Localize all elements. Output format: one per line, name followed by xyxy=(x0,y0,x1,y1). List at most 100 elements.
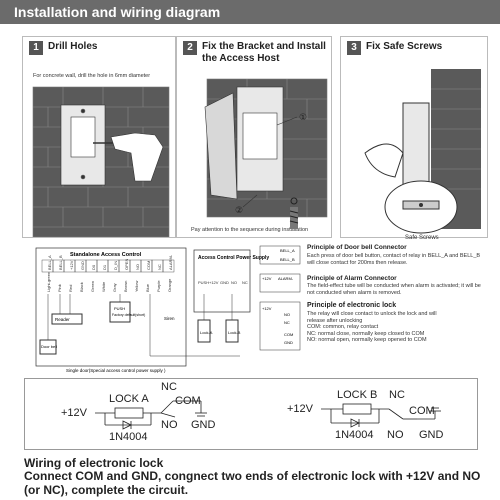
footer-title: Wiring of electronic lock xyxy=(24,456,164,470)
svg-text:+12V: +12V xyxy=(262,306,272,311)
siren-label: Siren xyxy=(164,316,175,321)
lock-b-nc: NC xyxy=(389,389,405,401)
controller-wire-color: White xyxy=(101,281,106,292)
controller-terminal-label: BELL_B xyxy=(58,255,63,270)
lock-connector-desc: The relay will close contact to unlock t… xyxy=(307,311,437,343)
controller-wire-color: Blue xyxy=(145,283,150,292)
factory-label: Factory default(short) xyxy=(112,313,145,317)
sequence-mark-1: ① xyxy=(299,112,307,122)
lock-wiring-box: +12V LOCK A NC COM NO GND 1N4004 +12V LO… xyxy=(24,378,478,450)
lock-a-com: COM xyxy=(175,395,201,407)
step-3-panel: 3 Fix Safe Screws Safe Screws xyxy=(340,36,488,241)
controller-wire-color: Red xyxy=(68,285,73,292)
controller-terminal-label: ALARM- xyxy=(168,254,173,270)
safe-screw-illustration xyxy=(364,69,481,234)
bell-connector-desc: Each press of door bell button, contact … xyxy=(307,253,481,266)
svg-text:BELL_B: BELL_B xyxy=(280,257,295,262)
step-3-heading: 3 Fix Safe Screws xyxy=(347,41,442,55)
controller-wire-color: Yellow xyxy=(134,280,139,292)
power-terminal-label: NC xyxy=(242,280,248,285)
step-3-title: Fix Safe Screws xyxy=(366,41,443,52)
step-3-number: 3 xyxy=(347,41,361,55)
controller-terminal-label: NC xyxy=(157,264,162,270)
step-1-title: Drill Holes xyxy=(48,41,98,52)
page-header: Installation and wiring diagram xyxy=(0,0,500,24)
schematic-caption: Single door(Special access control power… xyxy=(66,368,166,373)
svg-text:GND: GND xyxy=(284,340,293,345)
controller-wire-color: Gray xyxy=(112,283,117,292)
controller-wire-color: Orange xyxy=(167,278,172,292)
sequence-mark-2: ② xyxy=(235,205,243,215)
controller-title: Standalone Access Control xyxy=(70,252,142,258)
controller-wire-color: Purple xyxy=(156,280,161,292)
lock-a-nc: NC xyxy=(161,381,177,393)
lock-b-supply: +12V xyxy=(287,403,313,415)
svg-text:NO: NO xyxy=(284,312,290,317)
lock-b-gnd: GND xyxy=(419,429,444,441)
bell-connector-title: Principle of Door bell Connector xyxy=(307,244,407,251)
power-terminal-label: NO xyxy=(231,280,237,285)
lock-connector-diagram: +12V NO NC COM GND xyxy=(259,301,301,351)
controller-terminal-label: COM xyxy=(146,261,151,270)
step-1-note: For concrete wall, drill the hole in 6mm… xyxy=(33,73,151,79)
controller-wire-color: Green xyxy=(90,281,95,292)
footer-text: Connect COM and GND, congnect two ends o… xyxy=(24,469,481,497)
bracket-illustration: ① ② xyxy=(204,78,328,218)
power-terminal-label: +12V xyxy=(209,280,219,285)
controller-terminal-label: BELL_A xyxy=(47,255,52,270)
lock-wiring-diagrams xyxy=(95,400,441,430)
step-1-panel: 1 Drill Holes For concrete wall, drill t… xyxy=(22,36,176,238)
power-supply-title: Access Control Power Supply xyxy=(198,255,269,261)
svg-text:ALARM-: ALARM- xyxy=(278,276,294,281)
wiring-schematic: Standalone Access Control Access Control… xyxy=(35,247,269,373)
controller-terminal-label: +12V xyxy=(69,260,74,270)
lock-a-label: LOCK A xyxy=(109,393,149,405)
controller-wire-color: Light-green xyxy=(46,272,51,292)
step-3-note: Safe Screws xyxy=(405,235,439,241)
lock-a-diode: 1N4004 xyxy=(109,431,148,443)
controller-wire-color: Brown xyxy=(123,281,128,292)
controller-terminal-box xyxy=(162,259,175,273)
step-2-note: Pay attention to the sequence during ins… xyxy=(191,227,309,233)
controller-terminal-label: NO xyxy=(135,264,140,270)
controller-wire-color: Pink xyxy=(57,284,62,292)
step-1-heading: 1 Drill Holes xyxy=(29,41,97,55)
power-terminal-label: GND xyxy=(220,280,229,285)
lock-connector-title: Principle of electronic lock xyxy=(307,302,397,309)
step-1-number: 1 xyxy=(29,41,43,55)
screw-icon xyxy=(289,197,299,229)
step-2-title: Fix the Bracket and Install the Access H… xyxy=(202,41,326,64)
lock-b-no: NO xyxy=(387,429,404,441)
controller-wire-color: Black xyxy=(79,282,84,292)
alarm-connector-desc: The field-effect tube will be conducted … xyxy=(307,283,481,296)
controller-terminal-label: D1 xyxy=(102,264,107,270)
power-terminal-label: PUSH xyxy=(198,280,209,285)
lock-b-label: LOCK B xyxy=(337,389,378,401)
alarm-connector-diagram: +12V ALARM- xyxy=(259,273,301,293)
svg-text:NC: NC xyxy=(284,320,290,325)
controller-terminal-label: OPEN xyxy=(124,259,129,270)
page-title: Installation and wiring diagram xyxy=(14,4,221,20)
svg-text:BELL_A: BELL_A xyxy=(280,248,295,253)
push-label: PUSH xyxy=(114,306,125,311)
drill-illustration xyxy=(32,86,170,237)
step-2-number: 2 xyxy=(183,41,197,55)
lock-b-label: Lock-B xyxy=(228,330,241,335)
lock-a-supply: +12V xyxy=(61,407,87,419)
step-2-heading: 2 Fix the Bracket and Install the Access… xyxy=(183,41,332,65)
lock-a-no: NO xyxy=(161,419,178,431)
controller-terminal-label: D_IN xyxy=(113,261,118,270)
reader-label: Reader xyxy=(55,317,70,322)
bell-connector-diagram: BELL_A BELL_B xyxy=(259,245,301,265)
lock-b-com: COM xyxy=(409,405,435,417)
step-2-panel: 2 Fix the Bracket and Install the Access… xyxy=(176,36,332,238)
alarm-connector-title: Principle of Alarm Connector xyxy=(307,275,397,282)
svg-text:+12V: +12V xyxy=(262,276,272,281)
door-bell-label: Door bell xyxy=(41,344,57,349)
controller-terminal-label: D0 xyxy=(91,264,96,270)
controller-terminal-label: GND xyxy=(80,261,85,270)
lock-b-diode: 1N4004 xyxy=(335,429,374,441)
lock-a-gnd: GND xyxy=(191,419,216,431)
lock-a-label: Lock-A xyxy=(200,330,213,335)
svg-text:COM: COM xyxy=(284,332,293,337)
